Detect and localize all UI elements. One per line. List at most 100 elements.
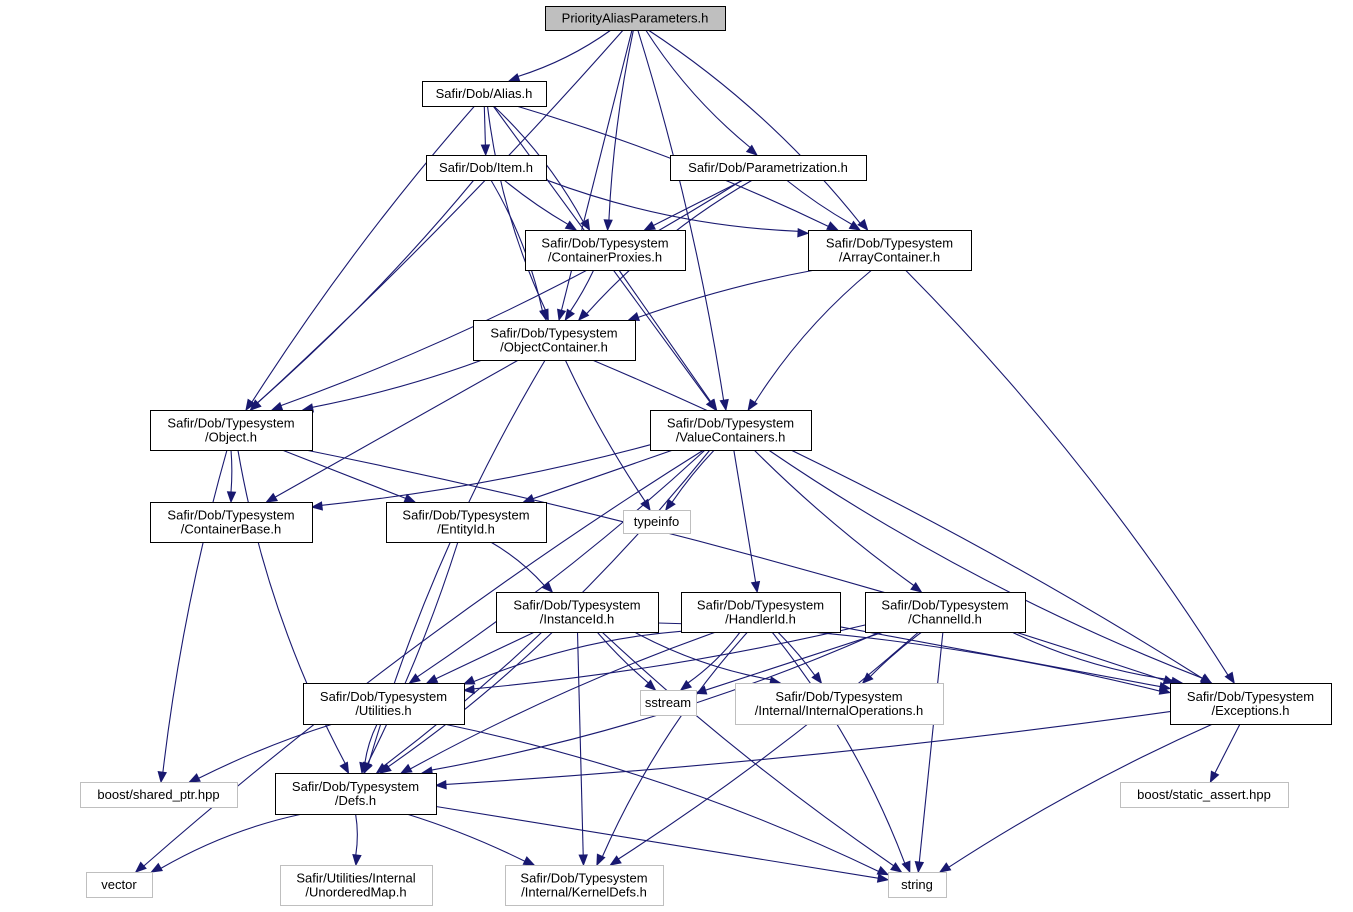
node-box[interactable] [386, 502, 547, 543]
arrowhead-icon [507, 73, 521, 83]
arrowhead-icon [134, 861, 147, 873]
edge-handlerid-to-string [771, 631, 911, 874]
edge-line [305, 449, 1165, 681]
node-box[interactable] [545, 6, 726, 31]
node-box[interactable] [1170, 683, 1332, 725]
edge-defs-to-string [435, 805, 890, 883]
edge-line [257, 179, 475, 404]
edge-line [948, 723, 1213, 868]
node-handlerid[interactable]: Safir/Dob/Typesystem/HandlerId.h [681, 592, 841, 633]
edge-line [410, 631, 717, 770]
arrowhead-icon [603, 219, 613, 232]
node-entityid[interactable]: Safir/Dob/Typesystem/EntityId.h [386, 502, 547, 543]
arrowhead-icon [462, 675, 476, 685]
node-box[interactable] [865, 592, 1026, 633]
node-label-line: Safir/Dob/Typesystem [826, 236, 953, 251]
edge-valcont-to-handlerid [733, 449, 761, 594]
arrowhead-icon [910, 582, 923, 593]
arrowhead-icon [811, 671, 823, 685]
node-utilities[interactable]: Safir/Dob/Typesystem/Utilities.h [303, 683, 465, 725]
edge-utilities-to-sharedptr [188, 723, 333, 783]
arrowhead-icon [359, 761, 369, 775]
edge-utilities-to-defs [359, 723, 378, 775]
edge-line [435, 631, 535, 680]
node-objcont[interactable]: Safir/Dob/Typesystem/ObjectContainer.h [473, 320, 636, 361]
node-valcont[interactable]: Safir/Dob/Typesystem/ValueContainers.h [650, 410, 812, 451]
node-label-line: string [901, 877, 933, 892]
node-box[interactable] [275, 773, 437, 815]
node-label-line: /ChannelId.h [908, 612, 982, 627]
edge-line [230, 449, 233, 493]
node-box[interactable] [525, 230, 686, 271]
edge-instid-to-defs [379, 631, 553, 774]
node-contbase[interactable]: Safir/Dob/Typesystem/ContainerBase.h [150, 502, 313, 543]
node-kerneldefs: Safir/Dob/Typesystem/Internal/KernelDefs… [505, 865, 664, 906]
edge-line [280, 179, 743, 407]
node-param[interactable]: Safir/Dob/Parametrization.h [670, 155, 867, 181]
node-box[interactable] [150, 410, 313, 451]
node-label-line: /Exceptions.h [1211, 703, 1289, 718]
node-box[interactable] [426, 155, 547, 181]
node-item[interactable]: Safir/Dob/Item.h [426, 155, 547, 181]
arrowhead-icon [577, 309, 590, 321]
node-box[interactable] [303, 683, 465, 725]
arrowhead-icon [644, 679, 657, 691]
arrowhead-icon [434, 780, 447, 790]
edge-item-to-proxies [503, 179, 578, 231]
node-box[interactable] [422, 81, 547, 107]
edge-line [839, 626, 1161, 688]
node-label-line: vector [101, 877, 137, 892]
node-box[interactable] [473, 320, 636, 361]
node-label-line: PriorityAliasParameters.h [562, 11, 709, 26]
edge-param-to-object [270, 179, 743, 411]
arrowhead-icon [379, 763, 392, 774]
node-label-line: Safir/Dob/Typesystem [775, 689, 902, 704]
edge-line [564, 359, 646, 502]
edge-line [753, 449, 915, 586]
node-object[interactable]: Safir/Dob/Typesystem/Object.h [150, 410, 313, 451]
node-label-line: Safir/Dob/Typesystem [881, 598, 1008, 613]
edge-line [417, 449, 706, 678]
edge-object-to-sharedptr [157, 449, 228, 784]
edge-line [771, 631, 906, 864]
arrowhead-icon [694, 685, 708, 695]
node-box[interactable] [670, 155, 867, 181]
edge-line [601, 631, 749, 857]
arrowhead-icon [245, 398, 256, 412]
node-instid[interactable]: Safir/Dob/Typesystem/InstanceId.h [496, 592, 659, 633]
edge-proxies-to-valcont [618, 269, 718, 412]
node-label-line: Safir/Dob/Typesystem [667, 416, 794, 431]
node-exceptions[interactable]: Safir/Dob/Typesystem/Exceptions.h [1170, 683, 1332, 725]
edge-defs-to-vector [150, 813, 303, 873]
node-box[interactable] [150, 502, 313, 543]
arrowhead-icon [408, 673, 421, 684]
node-box[interactable] [808, 230, 972, 271]
node-array[interactable]: Safir/Dob/Typesystem/ArrayContainer.h [808, 230, 972, 271]
node-root[interactable]: PriorityAliasParameters.h [545, 6, 726, 31]
node-sharedptr: boost/shared_ptr.hpp [80, 782, 238, 808]
node-channelid[interactable]: Safir/Dob/Typesystem/ChannelId.h [865, 592, 1026, 633]
node-label-line: Safir/Dob/Typesystem [167, 416, 294, 431]
arrowhead-icon [226, 491, 237, 504]
edge-line [786, 179, 853, 225]
edge-line [687, 631, 741, 684]
arrowhead-icon [938, 862, 952, 873]
edge-line [1011, 631, 1173, 681]
edge-line [601, 631, 894, 867]
node-box[interactable] [681, 592, 841, 633]
node-label-line: /Defs.h [335, 793, 376, 808]
node-defs[interactable]: Safir/Dob/Typesystem/Defs.h [275, 773, 437, 815]
arrowhead-icon [270, 401, 284, 411]
edge-line [503, 179, 569, 225]
arrowhead-icon [914, 861, 925, 874]
edge-objcont-to-contbase [265, 359, 519, 503]
arrowhead-icon [564, 308, 575, 322]
arrowhead-icon [706, 398, 718, 412]
node-box[interactable] [650, 410, 812, 451]
edge-line [671, 449, 715, 503]
node-box[interactable] [496, 592, 659, 633]
edge-line [733, 449, 757, 583]
arrowhead-icon [643, 221, 656, 231]
node-alias[interactable]: Safir/Dob/Alias.h [422, 81, 547, 107]
node-proxies[interactable]: Safir/Dob/Typesystem/ContainerProxies.h [525, 230, 686, 271]
